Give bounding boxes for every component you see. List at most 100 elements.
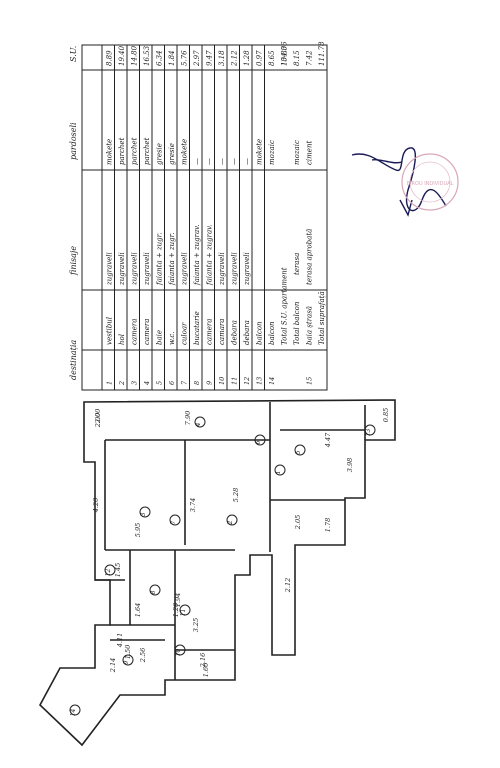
plan-dimension: 1.60 [202,663,210,677]
table-row-su: 19.40 [118,45,126,66]
table-row-destinatie: camera [143,319,151,345]
table-header-su: S.U. [69,46,78,62]
table-row-number: 11 [231,377,239,385]
room-number: 7 [170,520,177,524]
table-text: destinațiafinisajepardoseliS.U.1vestibul… [69,41,326,386]
table-row-su: 14.80 [131,45,139,66]
table-row-finisaje: zugraveli [118,252,126,286]
table-row-finisaje: faianta + zugrav. [193,224,201,286]
table-row-finisaje: zugraveli [181,252,189,286]
table-row-number: 8 [193,381,201,385]
table-row-su: 9.47 [206,50,214,66]
balcon-row-pard: mozaic [293,140,301,165]
room-number: 4 [195,422,202,427]
room-number: 2 [227,520,234,525]
room-number: 12 [105,569,112,577]
table-row-pardoseli: gresie [168,143,176,165]
table-row-destinatie: bucatarie [193,311,201,345]
balcon-row-label: Total balcon [293,301,301,345]
table-row-pardoseli: mokete [256,139,264,165]
room-number: 1 [275,471,282,475]
plan-dimension: 1.45 [114,563,122,577]
terasa-value: 7.42 [306,50,314,66]
balcon-row-value: 13.80 [281,45,289,66]
plan-dimension: 2.00 [94,413,102,428]
total-su-value: 104.36 [281,41,289,66]
plan-dimension: 1.50 [124,645,132,659]
table-row-su: 8.65 [268,50,276,66]
plan-dimension: 5.95 [134,523,142,537]
room-number-circle [139,506,151,518]
table-row-finisaje: zugraveli [218,252,226,286]
plan-dimension: 1.64 [134,603,142,617]
terasa-number: 15 [306,377,314,385]
table-row-number: 7 [181,380,189,385]
table-row-finisaje: faianta + zugr. [156,233,164,286]
plan-dimension: 5.28 [232,488,240,502]
room-number: 5 [295,450,302,454]
plan-dimension: 2.00 [94,409,102,424]
plan-dimension: 2.14 [109,658,117,673]
table-row-su: 8.89 [106,50,114,66]
table-row-destinatie: debara [243,320,251,345]
table-row-su: 5.76 [181,50,189,66]
room-table [81,44,328,391]
table-row-number: 4 [143,381,151,386]
table-row-pardoseli: — [243,158,251,165]
room-number-circle [104,564,116,576]
table-row-number: 2 [118,381,126,386]
table-row-finisaje: faianta + zugrav. [206,224,214,286]
svg-text:BIROU INDIVIDUAL: BIROU INDIVIDUAL [407,181,454,187]
room-number-circle [226,514,238,526]
room-number-circle [69,704,81,716]
table-row-finisaje: zugraveli [131,252,139,286]
signature-image [351,147,447,217]
room-number: 6 [255,440,262,444]
table-row-su: 0.97 [256,50,264,66]
room-number: 8 [150,590,157,594]
table-row-finisaje: zugraveli [243,252,251,286]
table-row-number: 9 [206,381,214,385]
table-row-pardoseli: mozaic [268,140,276,165]
terasa-pard: ciment [306,141,314,165]
plan-dimension: 1.78 [324,518,332,532]
room-number-circle [179,604,191,616]
table-row-su: 1.84 [168,50,176,66]
table-header-finisaje: finisaje [69,246,78,276]
room-number-circle [294,444,306,456]
table-row-number: 10 [218,377,226,385]
room-number: 14 [70,709,77,717]
stamp-seal: BIROU INDIVIDUAL [401,153,459,211]
table-row-destinatie: hol [118,334,126,345]
table-row-destinatie: baie [156,330,164,345]
table-row-pardoseli: — [193,158,201,165]
table-row-destinatie: vestibul [106,317,114,345]
table-row-destinatie: camera [131,319,139,345]
table-row-su: 2.12 [231,50,239,67]
table-row-su: 2.97 [193,50,201,67]
table-row-finisaje: zugraveli [106,252,114,286]
total-su-label: Total S.U. apartament [281,267,289,345]
table-row-su: 16.53 [143,45,151,66]
plan-dimension: 3.98 [346,458,354,472]
terasa-dest: baia ștrasă [306,306,314,345]
table-row-destinatie: debara [231,320,239,345]
room-number: 11 [180,609,187,617]
room-number-circle [194,416,206,428]
table-row-destinatie: balcon [268,321,276,345]
table-row-su: 3.18 [218,50,226,66]
room-number-circle [122,654,134,666]
plan-dimension: 1.20 [172,603,180,617]
plan-dimension: 4.20 [92,498,100,513]
table-row-number: 6 [168,381,176,385]
plan-dimension: 1.94 [174,593,182,607]
table-row-pardoseli: — [231,158,239,165]
table-row-pardoseli: mokete [181,139,189,165]
table-row-destinatie: camera [206,319,214,345]
room-number-circle [149,584,161,596]
table-row-pardoseli: parchet [143,137,151,165]
plan-dimension: 2.16 [199,653,207,668]
terasa-fin: terasa aprobată [306,229,314,285]
